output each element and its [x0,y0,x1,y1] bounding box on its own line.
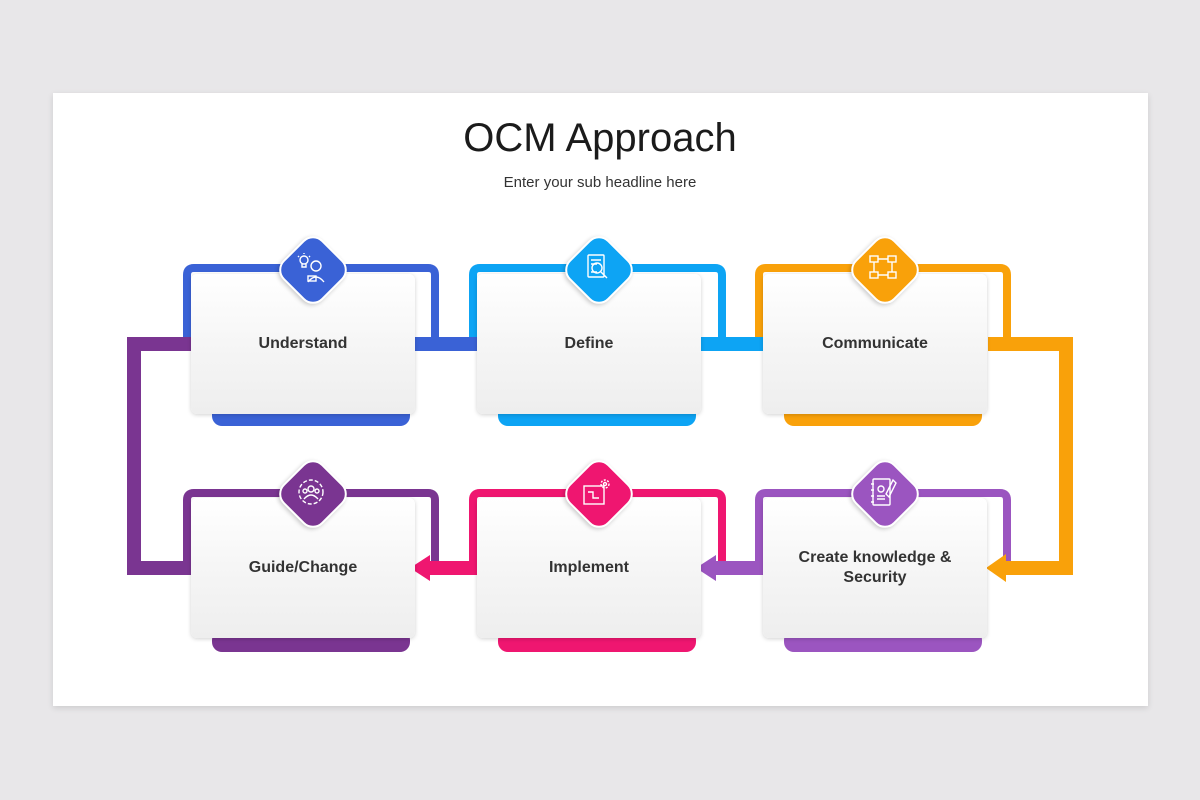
network-flow-icon [869,255,897,279]
page-title: OCM Approach [463,116,737,160]
notebook-pen-icon [871,478,897,506]
badge-guide-change [271,452,353,534]
page-subtitle: Enter your sub headline here [503,174,697,191]
badge-define [557,228,639,310]
step-label-guide-change: Guide/Change [248,559,358,576]
idea-person-icon [297,253,325,283]
step-label-create-knowledge: Create knowledge & Security [798,549,952,586]
step-card-define: Define [477,274,701,414]
step-label-define: Define [564,335,614,352]
step-label-understand: Understand [258,335,348,352]
step-label-implement: Implement [548,559,629,576]
badge-communicate [843,228,925,310]
document-search-icon [587,254,608,279]
step-card-communicate: Communicate [763,274,987,414]
team-gear-icon [298,479,324,505]
gear-chart-icon [583,479,610,505]
badge-create-knowledge [843,452,925,534]
arrow-communicate-to-create-knowledge [986,337,1073,582]
step-label-communicate: Communicate [822,335,928,352]
badge-understand [271,228,353,310]
badge-implement [557,452,639,534]
